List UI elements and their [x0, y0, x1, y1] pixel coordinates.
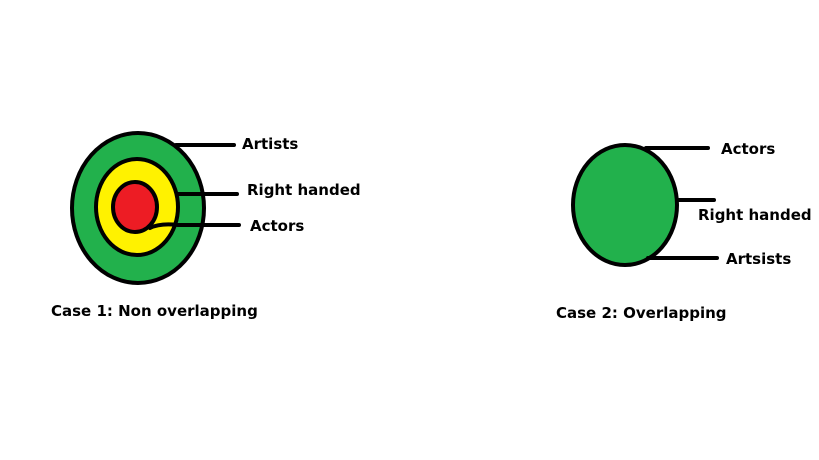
case2-artists-label: Artsists	[726, 250, 791, 268]
case1-actors-ring	[111, 180, 159, 234]
case1-actors-leader-line	[148, 222, 241, 230]
case2-shared-circle	[571, 143, 679, 267]
case1-caption: Case 1: Non overlapping	[51, 302, 258, 320]
case1-actors-label: Actors	[250, 217, 304, 235]
case2-caption: Case 2: Overlapping	[556, 304, 727, 322]
case1-group: Artists Right handed Actors Case 1: Non …	[51, 131, 361, 320]
case1-artists-label: Artists	[242, 135, 298, 153]
case1-right-handed-label: Right handed	[247, 181, 361, 199]
case2-right-handed-label: Right handed	[698, 206, 812, 224]
case2-actors-label: Actors	[721, 140, 775, 158]
case2-group: Actors Right handed Artsists Case 2: Ove…	[556, 140, 812, 322]
